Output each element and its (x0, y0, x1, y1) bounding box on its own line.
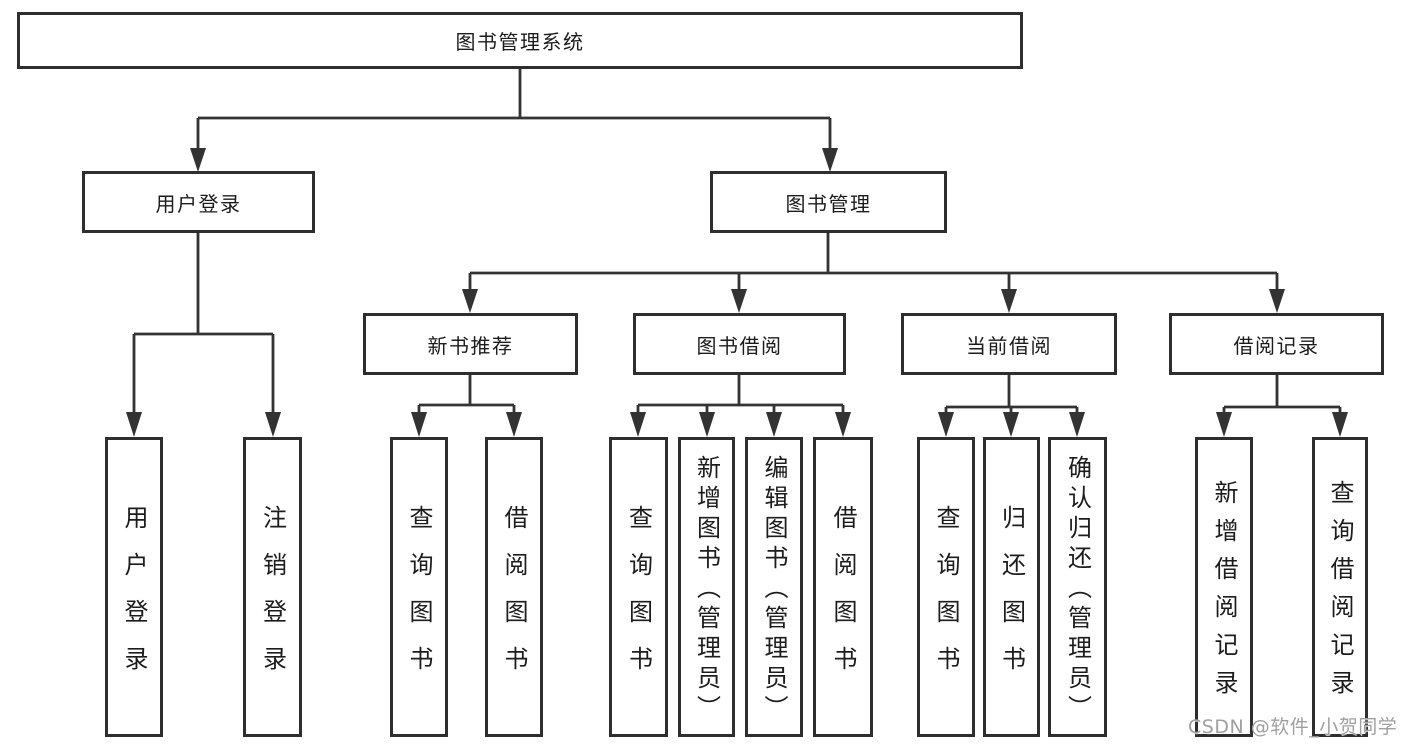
node-book-management: 图书管理 (710, 171, 947, 233)
node-label: 新书推荐 (427, 333, 514, 358)
arrowhead-icon (411, 412, 427, 437)
leaf-borrow-books: 借阅图书 (813, 437, 873, 737)
node-label: 确认归还（管理员） (1063, 455, 1092, 725)
leaf-edit-books-admin: 编辑图书（管理员） (745, 437, 803, 737)
arrowhead-icon (190, 148, 206, 172)
connector-lines (132, 69, 1342, 415)
node-label: 图书管理系统 (455, 30, 585, 54)
arrowhead-icon (462, 289, 478, 313)
arrowhead-icon (822, 148, 838, 172)
arrowhead-icon (938, 412, 954, 437)
node-label: 查询借阅记录 (1326, 480, 1354, 708)
node-label: 图书管理 (785, 191, 872, 216)
arrowhead-icon (126, 412, 142, 437)
arrowhead-icon (1332, 412, 1348, 437)
node-borrowing-records: 借阅记录 (1169, 313, 1384, 375)
leaf-query-borrow-record: 查询借阅记录 (1312, 437, 1368, 737)
arrowhead-icon (506, 412, 522, 437)
leaf-confirm-return-admin: 确认归还（管理员） (1048, 437, 1107, 737)
leaf-query-books-recommend: 查询图书 (390, 437, 448, 737)
leaf-query-books-current: 查询图书 (917, 437, 975, 737)
arrowhead-icon (265, 412, 281, 437)
node-book-borrowing: 图书借阅 (633, 313, 846, 375)
node-label: 图书借阅 (696, 333, 783, 358)
node-label: 归还图书 (997, 504, 1026, 693)
node-label: 注销登录 (258, 504, 287, 693)
arrowhead-icon (630, 412, 646, 437)
leaf-query-books-borrowing: 查询图书 (609, 437, 668, 737)
arrowhead-icon (731, 289, 747, 313)
node-user-login: 用户登录 (82, 171, 315, 233)
arrowhead-icon (766, 412, 782, 437)
node-new-book-recommendation: 新书推荐 (363, 313, 578, 375)
node-library-management-system: 图书管理系统 (17, 12, 1023, 69)
arrowhead-icon (1269, 289, 1285, 313)
node-label: 借阅图书 (500, 504, 528, 693)
leaf-logout: 注销登录 (243, 437, 302, 737)
node-label: 编辑图书（管理员） (760, 455, 788, 725)
arrowhead-icon (1216, 412, 1232, 437)
arrowhead-icon (699, 412, 715, 437)
leaf-return-books: 归还图书 (983, 437, 1040, 737)
node-label: 新增借阅记录 (1210, 480, 1238, 708)
leaf-borrow-books-recommend: 借阅图书 (485, 437, 543, 737)
node-label: 新增图书（管理员） (692, 455, 721, 725)
node-label: 当前借阅 (966, 333, 1052, 358)
leaf-add-borrow-record: 新增借阅记录 (1195, 437, 1253, 737)
arrowhead-icon (1003, 412, 1019, 437)
arrowhead-icon (1069, 412, 1085, 437)
leaf-add-books-admin: 新增图书（管理员） (678, 437, 735, 737)
node-label: 借阅图书 (829, 504, 857, 693)
node-label: 查询图书 (932, 504, 960, 693)
arrowhead-icon (1001, 289, 1017, 313)
node-label: 查询图书 (405, 504, 433, 693)
leaf-user-login: 用户登录 (105, 437, 163, 737)
node-label: 用户登录 (120, 504, 148, 693)
csdn-watermark: CSDN @软件_小贺同学 (1188, 716, 1398, 738)
node-label: 用户登录 (155, 191, 242, 216)
node-current-borrowing: 当前借阅 (901, 313, 1117, 375)
node-label: 借阅记录 (1233, 333, 1320, 358)
arrowhead-icon (835, 412, 851, 437)
node-label: 查询图书 (624, 504, 653, 693)
